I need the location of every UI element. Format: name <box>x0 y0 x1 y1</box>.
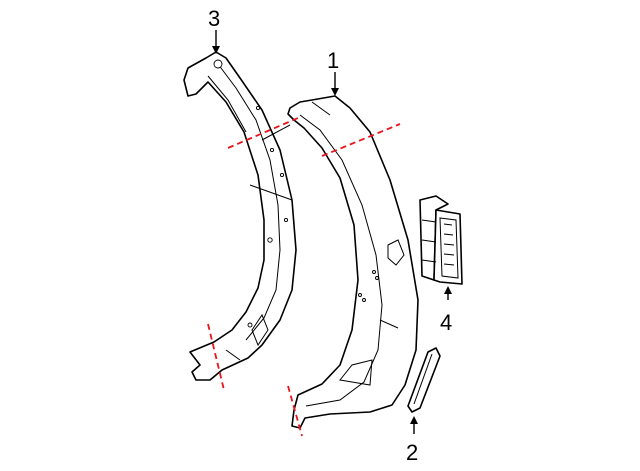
part-1-hole <box>362 298 366 302</box>
leader-2 <box>410 416 418 434</box>
cut-line <box>287 385 303 437</box>
part-3-hole <box>283 217 289 223</box>
part-3-inner-pillar[interactable] <box>183 51 297 381</box>
part-3-hole <box>213 59 223 69</box>
cut-line <box>227 117 299 149</box>
part-1-hole <box>375 276 379 280</box>
part-3-hole <box>269 147 275 153</box>
part-3-hole <box>255 105 261 111</box>
callout-1: 1 <box>327 48 339 73</box>
part-2-trim-strip[interactable] <box>407 347 441 413</box>
callout-4: 4 <box>440 310 452 335</box>
part-3-hole <box>247 322 253 328</box>
cut-line <box>321 123 401 157</box>
part-1-hole <box>358 293 362 297</box>
part-3-hole <box>267 237 273 243</box>
leader-4 <box>444 286 452 300</box>
part-1-outer-pillar[interactable] <box>287 95 419 429</box>
leader-1 <box>331 72 339 96</box>
leader-3 <box>212 30 220 54</box>
part-1-hole <box>372 270 376 274</box>
callout-3: 3 <box>208 6 220 31</box>
part-3-hole <box>279 172 285 178</box>
part-4-vent[interactable] <box>419 195 463 285</box>
callout-2: 2 <box>406 440 418 465</box>
cut-line <box>207 323 225 391</box>
